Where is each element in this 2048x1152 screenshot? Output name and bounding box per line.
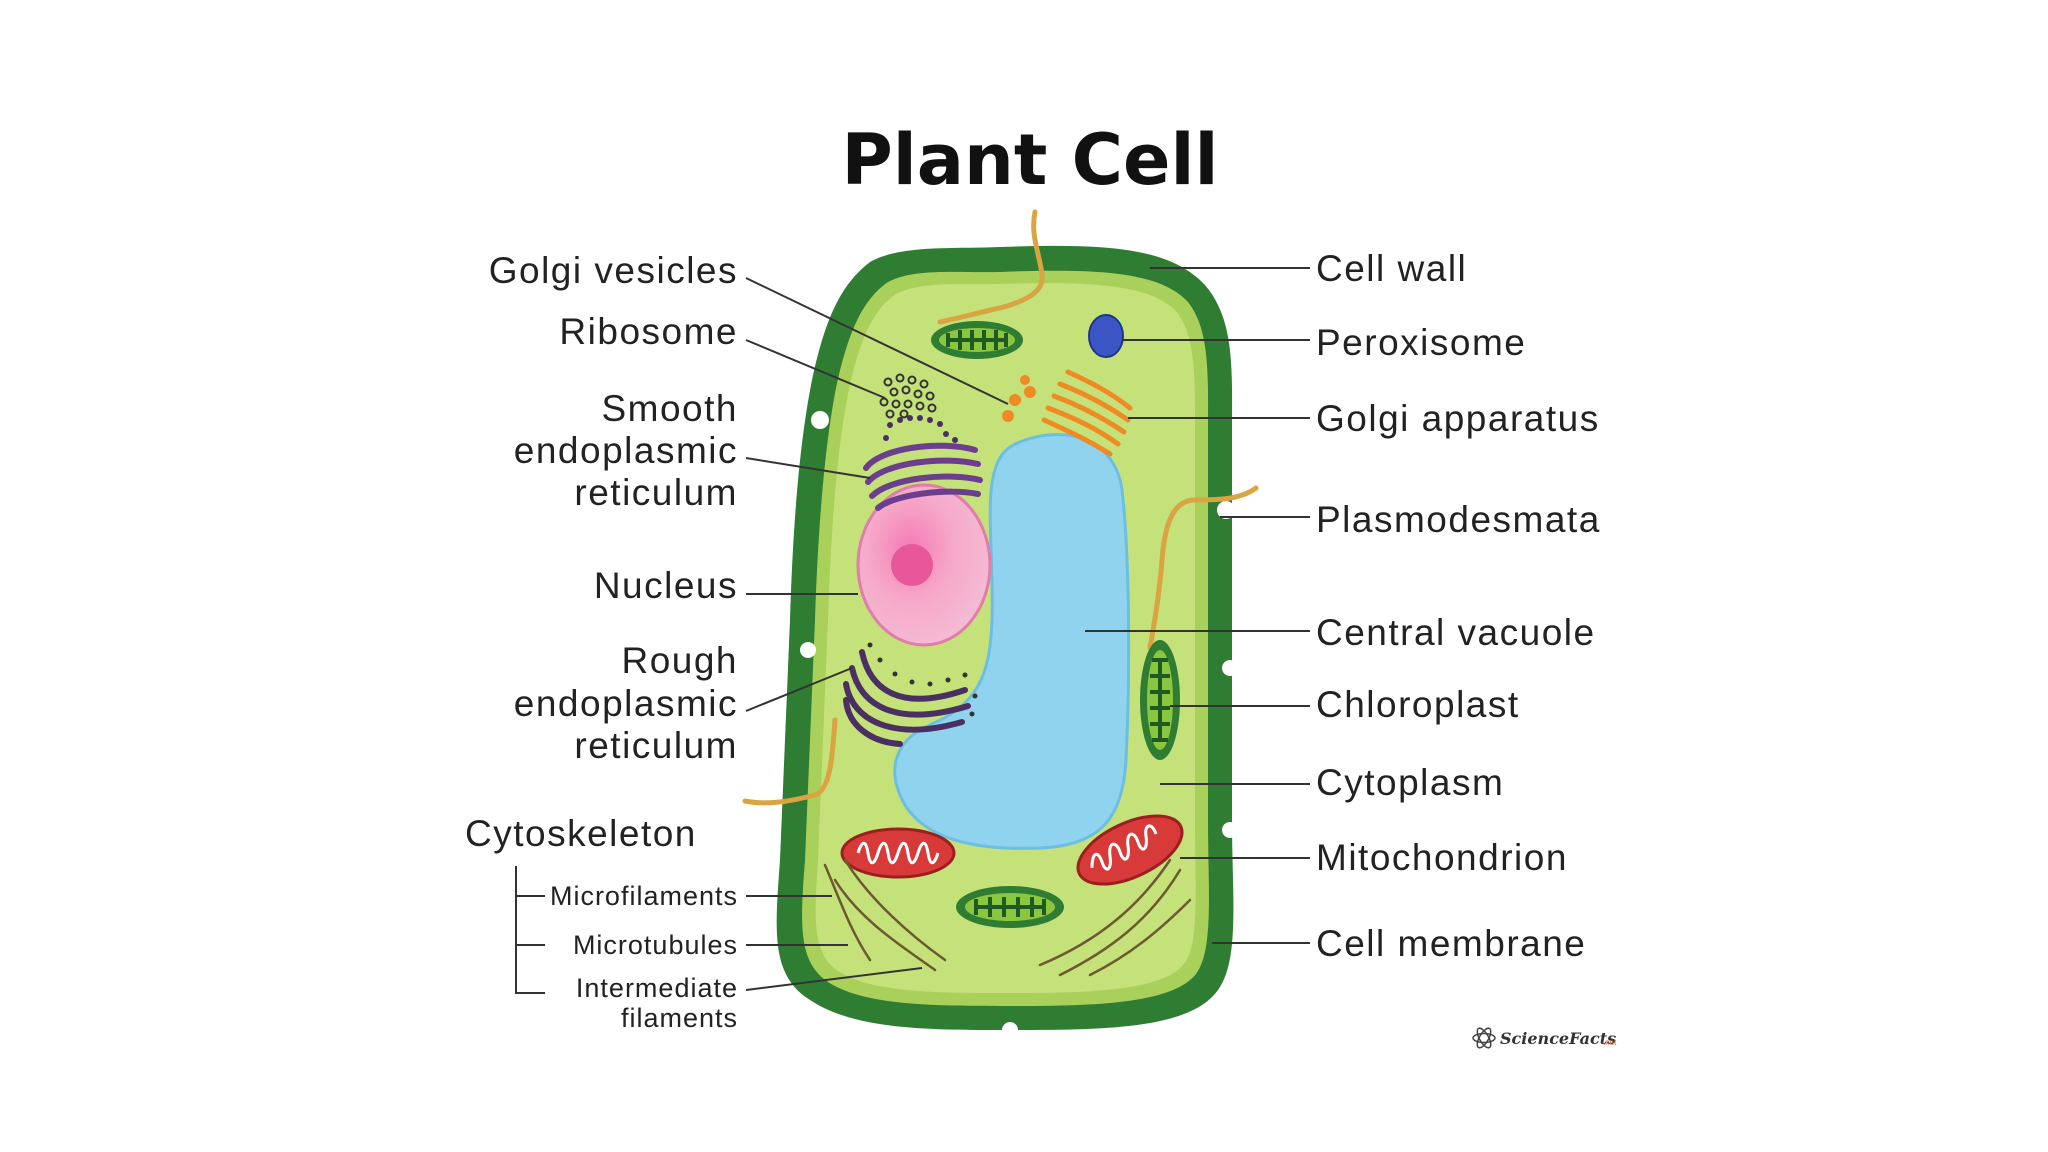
label-cytoplasm: Cytoplasm [1316,762,1504,803]
right-labels: Cell wall Peroxisome Golgi apparatus Pla… [1085,248,1601,964]
label-golgi-apparatus: Golgi apparatus [1316,398,1600,439]
label-cell-membrane: Cell membrane [1316,923,1586,964]
left-labels: Golgi vesicles Ribosome Smooth endoplasm… [465,250,1009,1033]
mitochondrion-right [1076,814,1184,886]
nucleolus-shape [891,544,933,586]
label-microtubules: Microtubules [573,930,738,960]
label-plasmodesmata: Plasmodesmata [1316,499,1601,540]
label-golgi-vesicles: Golgi vesicles [489,250,738,291]
label-chloroplast: Chloroplast [1316,684,1520,725]
label-smooth-er-line2: endoplasmic [514,430,738,471]
golgi-vesicles-shape [1002,375,1036,422]
rough-er-dots [867,642,978,717]
central-vacuole-shape [893,432,1131,850]
label-mitochondrion: Mitochondrion [1316,837,1568,878]
label-nucleus: Nucleus [594,565,738,606]
label-microfilaments: Microfilaments [550,881,738,911]
label-intermediate-filaments-line2: filaments [621,1003,738,1033]
label-cell-wall: Cell wall [1316,248,1467,289]
brand-name: ScienceFacts [1500,1029,1616,1048]
label-smooth-er-line3: reticulum [574,472,738,513]
peroxisome-shape [1088,314,1124,358]
chloroplast-top [931,321,1023,359]
label-smooth-er-line1: Smooth [601,388,738,429]
page-title: Plant Cell [841,119,1218,201]
cytoskeleton-fibers [823,858,1192,977]
label-peroxisome: Peroxisome [1316,322,1526,363]
chloroplast-bottom [956,886,1064,928]
smooth-er-shape [863,442,983,511]
er-dots [883,415,958,443]
label-rough-er-line3: reticulum [574,725,738,766]
rough-er-shape [843,649,971,747]
mitochondrion-left [840,827,956,879]
label-rough-er-line1: Rough [621,640,738,681]
golgi-apparatus-shape [1041,369,1133,457]
ribosomes [879,373,937,419]
plasmodesmata [742,209,1259,806]
label-ribosome: Ribosome [559,311,738,352]
atom-icon [1472,1027,1496,1049]
chloroplast-right [1140,640,1180,760]
label-cytoskeleton: Cytoskeleton [465,813,697,854]
label-intermediate-filaments-line1: Intermediate [576,973,738,1003]
sciencefacts-logo: ScienceFacts .net [1472,1027,1617,1049]
label-central-vacuole: Central vacuole [1316,612,1596,653]
brand-suffix: .net [1603,1038,1617,1047]
nucleus-shape [856,483,992,647]
label-rough-er-line2: endoplasmic [514,683,738,724]
